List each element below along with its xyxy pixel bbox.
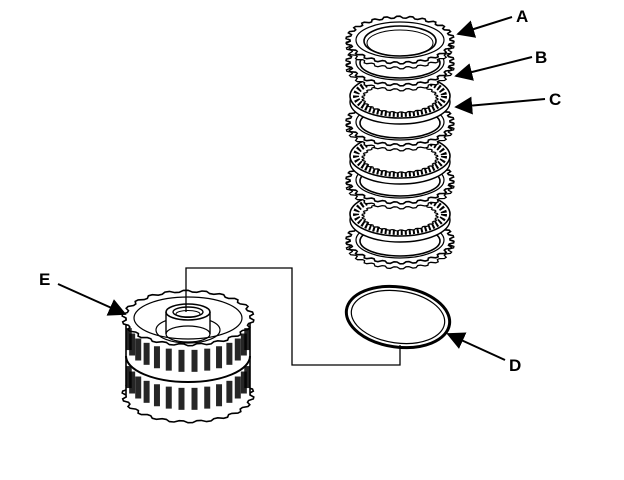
callout-b: B — [535, 48, 547, 67]
install-location-bracket — [185, 267, 401, 366]
drum-spline-slots — [125, 328, 251, 410]
o-ring — [344, 284, 452, 350]
clutch-drum — [121, 289, 255, 424]
clutch-plate-stack — [345, 15, 455, 270]
callout-d: D — [509, 356, 521, 375]
clutch-end-plate — [345, 15, 455, 70]
drum-hub — [155, 303, 221, 344]
callout-c: C — [549, 90, 561, 109]
callout-e: E — [39, 270, 50, 289]
leader-lines — [57, 16, 546, 361]
callout-a: A — [516, 7, 528, 26]
